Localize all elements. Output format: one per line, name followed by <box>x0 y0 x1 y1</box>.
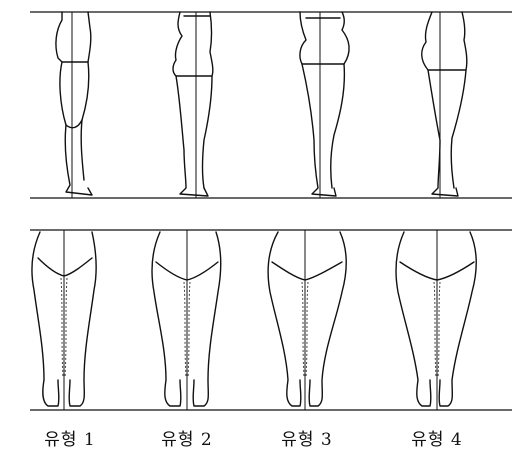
type-4-label: 유형 4 <box>392 425 482 450</box>
front-view-type-2 <box>152 230 221 410</box>
type-3-label: 유형 3 <box>262 425 352 450</box>
front-view-type-1 <box>32 230 96 410</box>
side-view-type-1 <box>56 12 92 198</box>
side-view-type-2 <box>173 12 213 198</box>
side-view-type-4 <box>422 12 467 198</box>
front-view-type-4 <box>396 230 476 410</box>
side-view-type-3 <box>300 12 349 198</box>
type-1-label: 유형 1 <box>25 425 115 450</box>
front-view-type-3 <box>268 230 346 410</box>
type-2-label: 유형 2 <box>142 425 232 450</box>
